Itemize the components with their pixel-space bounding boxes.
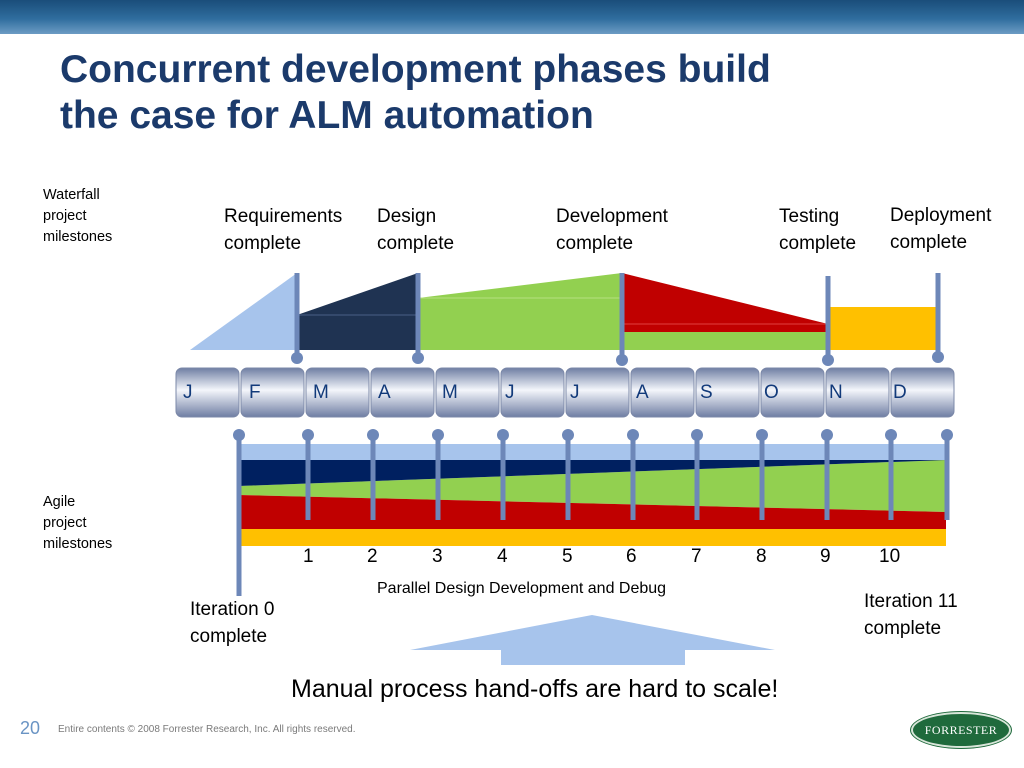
waterfall-marker-design: [412, 273, 424, 364]
waterfall-side-label: Waterfall project milestones: [43, 187, 113, 245]
month-label-feb: F: [249, 382, 261, 403]
month-label-jun: J: [505, 382, 515, 403]
waterfall-marker-development: [616, 273, 628, 366]
agile-marker-iteration-9: [821, 429, 833, 520]
month-label-sep: S: [700, 382, 713, 403]
iteration-number-9: 9: [820, 546, 831, 567]
iteration-number-8: 8: [756, 546, 767, 567]
month-label-may: M: [442, 382, 458, 403]
agile-marker-iteration-8: [756, 429, 768, 520]
month-label-oct: O: [764, 382, 779, 403]
agile-marker-iteration-3: [432, 429, 444, 520]
month-label-apr: A: [378, 382, 391, 403]
testing-phase: [622, 273, 828, 332]
agile-marker-iteration-7: [691, 429, 703, 520]
agile-marker-iteration-1: [302, 429, 314, 520]
month-label-jul: J: [570, 382, 580, 403]
callout-text: Manual process hand-offs are hard to sca…: [291, 675, 779, 703]
agile-band-navy: [239, 460, 946, 486]
requirements-phase: [190, 273, 297, 350]
development-tail: [622, 332, 828, 350]
title-line-2: the case for ALM automation: [60, 94, 594, 137]
upward-arrow: [410, 615, 775, 665]
month-label-mar: M: [313, 382, 329, 403]
forrester-logo: FORRESTER: [911, 712, 1011, 748]
iteration-number-7: 7: [691, 546, 702, 567]
agile-marker-iteration-5: [562, 429, 574, 520]
iteration-number-2: 2: [367, 546, 378, 567]
header-band: [0, 0, 1024, 34]
parallel-label: Parallel Design Development and Debug: [377, 580, 667, 597]
waterfall-marker-deployment: [932, 273, 944, 363]
slide-title: Concurrent development phases build the …: [60, 47, 960, 139]
page-number: 20: [20, 718, 41, 738]
agile-side-label: Agile project milestones: [43, 494, 113, 552]
agile-marker-iteration-2: [367, 429, 379, 520]
title-line-1: Concurrent development phases build: [60, 48, 771, 91]
waterfall-marker-testing: [822, 276, 834, 366]
development-phase: [418, 273, 622, 350]
month-label-dec: D: [893, 382, 907, 403]
agile-band-yellow: [239, 529, 946, 546]
iteration-number-6: 6: [626, 546, 637, 567]
month-label-jan: J: [183, 382, 193, 403]
agile-marker-iteration-10: [885, 429, 897, 520]
iteration-number-1: 1: [303, 546, 314, 567]
copyright-footer: Entire contents © 2008 Forrester Researc…: [58, 724, 356, 735]
month-tubes: [175, 367, 955, 418]
month-label-nov: N: [829, 382, 843, 403]
waterfall-marker-requirements: [291, 273, 303, 364]
design-phase: [297, 273, 418, 350]
agile-marker-iteration-6: [627, 429, 639, 520]
iteration-number-4: 4: [497, 546, 508, 567]
iteration-number-5: 5: [562, 546, 573, 567]
month-label-aug: A: [636, 382, 649, 403]
agile-band-red: [239, 495, 946, 529]
agile-marker-iteration-0: [233, 429, 245, 596]
iteration-number-10: 10: [879, 546, 901, 567]
agile-band-green: [239, 460, 946, 512]
agile-marker-iteration-11: [941, 429, 953, 520]
agile-marker-iteration-4: [497, 429, 509, 520]
agile-band-blue: [239, 444, 946, 462]
deployment-phase: [828, 307, 938, 350]
iteration-number-3: 3: [432, 546, 443, 567]
